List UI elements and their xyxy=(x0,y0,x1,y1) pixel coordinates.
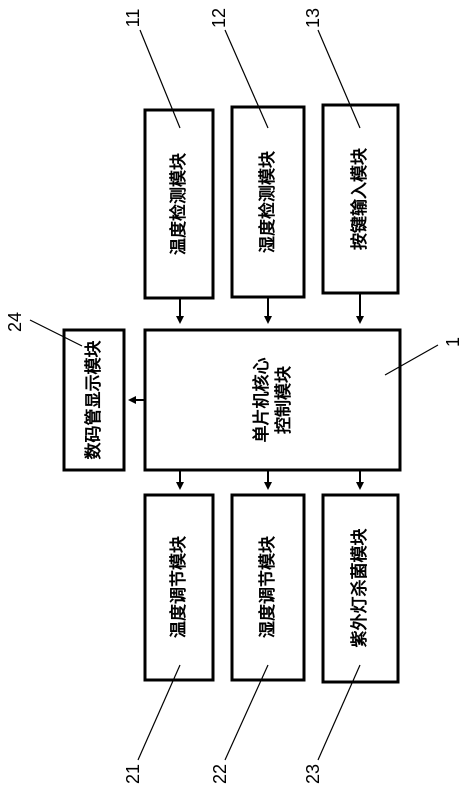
temperature-regulation-label: 温度调节模块 xyxy=(168,535,189,638)
temperature-regulation-module: 温度调节模块 xyxy=(143,493,215,682)
ref-number-13: 13 xyxy=(303,8,323,28)
mcu-core-control-module: 单片机核心 控制模块 xyxy=(143,328,402,472)
ref-number-1: 1 xyxy=(443,337,463,347)
ref-number-21: 21 xyxy=(123,764,143,784)
key-input-label: 按键输入模块 xyxy=(349,147,370,250)
digital-tube-display-label: 数码管显示模块 xyxy=(83,340,104,460)
humidity-detection-module: 湿度检测模块 xyxy=(230,105,306,299)
humidity-detection-label: 湿度检测模块 xyxy=(257,150,278,253)
leader-13 xyxy=(317,29,361,129)
leader-24 xyxy=(29,319,83,347)
key-input-module: 按键输入模块 xyxy=(321,103,400,295)
ref-number-22: 22 xyxy=(210,764,230,784)
ref-number-24: 24 xyxy=(5,312,25,332)
leader-1 xyxy=(384,344,439,376)
ref-number-12: 12 xyxy=(209,8,229,28)
temperature-detection-label: 温度检测模块 xyxy=(168,152,189,255)
temperature-detection-module: 温度检测模块 xyxy=(143,108,215,300)
mcu-core-label-line1: 单片机核心 xyxy=(251,358,272,443)
leader-12 xyxy=(224,29,269,129)
ref-number-23: 23 xyxy=(303,764,323,784)
humidity-regulation-module: 湿度调节模块 xyxy=(230,493,306,682)
uv-sterilization-module: 紫外灯杀菌模块 xyxy=(321,493,400,684)
ref-number-11: 11 xyxy=(123,9,143,28)
digital-tube-display-module: 数码管显示模块 xyxy=(62,328,126,472)
uv-sterilization-label: 紫外灯杀菌模块 xyxy=(349,528,370,648)
leader-21 xyxy=(137,664,181,761)
leader-23 xyxy=(317,664,361,761)
humidity-regulation-label: 湿度调节模块 xyxy=(257,535,278,638)
leader-22 xyxy=(224,664,269,761)
leader-11 xyxy=(139,29,181,129)
mcu-core-label-line2: 控制模块 xyxy=(273,365,294,434)
